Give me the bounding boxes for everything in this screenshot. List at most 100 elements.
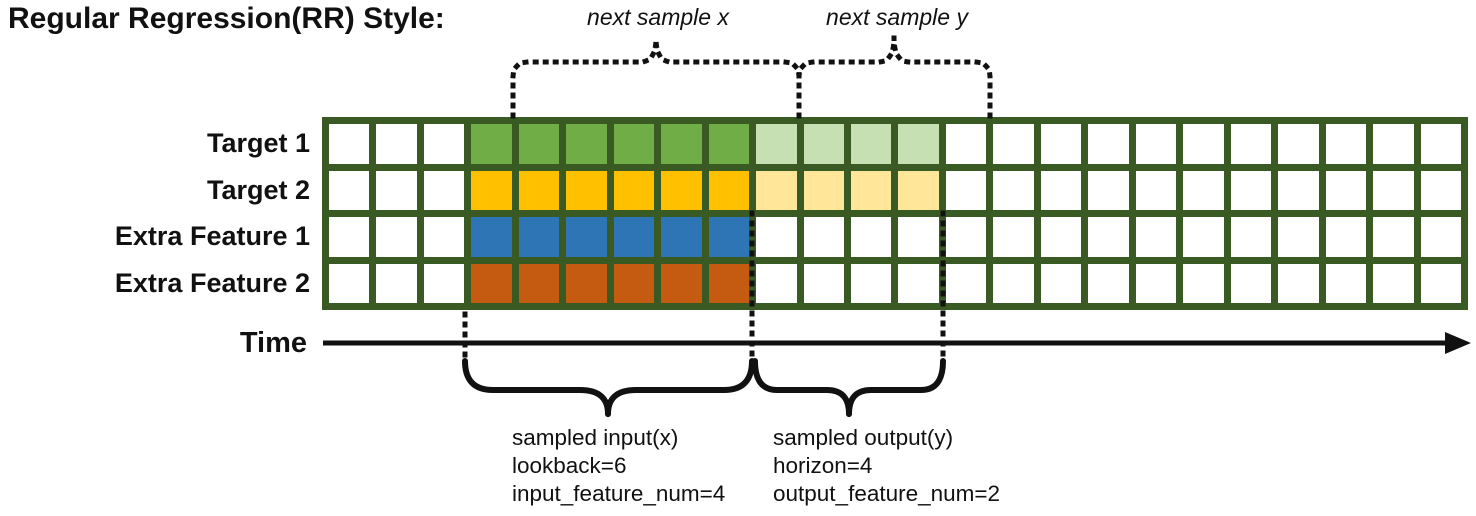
grid-cell [803,170,845,210]
grid-cell [661,263,702,303]
grid-cell [376,263,417,303]
grid-cell [1278,217,1319,257]
sampled-input-brace [462,358,755,417]
horizon-value: horizon=4 [773,453,873,478]
grid-cell [1325,263,1367,303]
grid-cell [376,217,417,257]
next-sample-x-label: next sample x [587,4,729,30]
grid-cell [1420,217,1461,257]
row-label-extra-feature-1: Extra Feature 1 [114,221,310,251]
row-label-target-2: Target 2 [206,175,310,205]
grid-cell [1183,263,1224,303]
grid-cell [898,124,939,164]
grid-cell [993,170,1034,210]
sampled-output-annotation: sampled output(y) horizon=4 output_featu… [773,424,1000,508]
grid-cell [945,217,987,257]
grid-cell [1040,124,1082,164]
grid-cell [329,263,370,303]
sampled-output-title: sampled output(y) [773,425,954,450]
sampled-input-annotation: sampled input(x) lookback=6 input_featur… [512,424,725,508]
grid-cell [1135,170,1177,210]
time-axis-label: Time [239,327,307,359]
grid-cell [851,263,892,303]
grid-cell [898,170,939,210]
grid-cell [471,217,512,257]
sample-grid [322,117,1468,310]
grid-cell [993,124,1034,164]
grid-cell [376,124,417,164]
grid-cell [518,217,560,257]
grid-cell [1183,124,1224,164]
grid-cell [471,263,512,303]
grid-cell [1183,170,1224,210]
grid-cell [756,170,797,210]
grid-cell [756,217,797,257]
grid-cell [945,263,987,303]
grid-cell [1278,170,1319,210]
grid-cell [518,263,560,303]
grid-cell [566,217,607,257]
diagram-title: Regular Regression(RR) Style: [8,2,445,35]
grid-cell [756,263,797,303]
grid-cell [1373,170,1414,210]
next-sample-x-brace [510,35,802,119]
grid-cell [1325,217,1367,257]
grid-cell [1230,217,1272,257]
grid-cell [851,124,892,164]
grid-cell [1373,263,1414,303]
grid-cell [803,124,845,164]
grid-cell [423,217,465,257]
grid-cell [1420,170,1461,210]
grid-cell [329,170,370,210]
grid-cell [803,217,845,257]
grid-cell [1088,170,1129,210]
grid-cell [423,170,465,210]
grid-cell [851,170,892,210]
grid-cell [471,124,512,164]
grid-cell [945,124,987,164]
grid-cell [423,124,465,164]
grid-cell [1230,124,1272,164]
grid-cell [566,170,607,210]
grid-cell [661,124,702,164]
grid-cell [1135,124,1177,164]
grid-cell [898,217,939,257]
grid-cell [329,217,370,257]
grid-cell [376,170,417,210]
grid-cell [1230,170,1272,210]
time-arrow [323,332,1471,354]
grid-cell [898,263,939,303]
grid-cell [1278,124,1319,164]
grid-cell [661,170,702,210]
grid-cell [566,263,607,303]
grid-cell [993,217,1034,257]
output-feature-num-value: output_feature_num=2 [773,481,1001,506]
grid-cell [1183,217,1224,257]
grid-cell [993,263,1034,303]
grid-cell [1088,263,1129,303]
grid-cell [1278,263,1319,303]
grid-cell [613,124,655,164]
grid-cell [708,124,750,164]
grid-cell [471,170,512,210]
grid-cell [1088,124,1129,164]
grid-cell [803,263,845,303]
grid-cell [1420,263,1461,303]
grid-cell [613,170,655,210]
grid-cell [1325,124,1367,164]
grid-cell [423,263,465,303]
grid-cell [1135,263,1177,303]
grid-cell [1088,217,1129,257]
grid-cell [1373,124,1414,164]
grid-cell [945,170,987,210]
grid-cell [518,170,560,210]
next-sample-y-brace [796,35,993,119]
grid-cell [708,217,750,257]
grid-cell [1040,217,1082,257]
grid-cell [708,170,750,210]
grid-cell [661,217,702,257]
grid-cell [756,124,797,164]
grid-cell [1420,124,1461,164]
sampled-output-brace [752,358,946,417]
